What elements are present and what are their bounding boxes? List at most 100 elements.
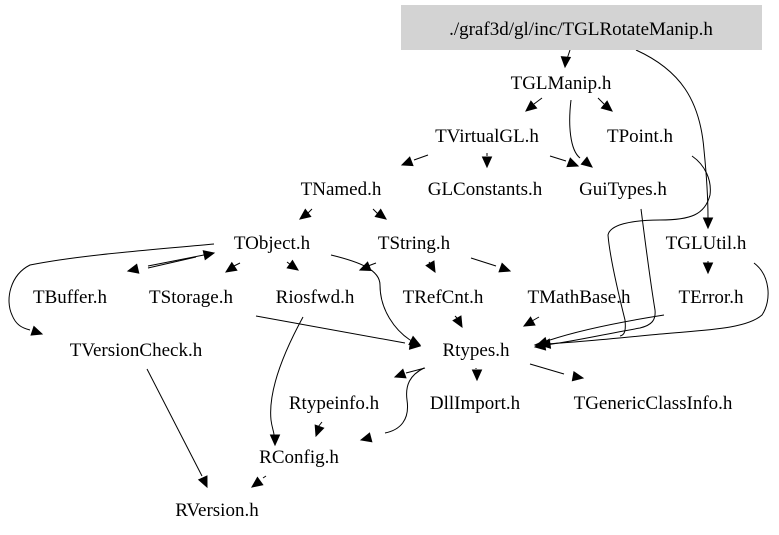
node-label: TStorage.h — [149, 287, 233, 308]
node-label: TRefCnt.h — [403, 287, 484, 308]
edge-terror-to-rtypes — [535, 314, 665, 347]
node-tmathbase[interactable]: TMathBase.h — [528, 287, 631, 308]
arrowhead-icon — [560, 56, 572, 69]
node-label: TMathBase.h — [528, 287, 631, 308]
edge-line — [372, 208, 379, 215]
node-rtypeinfo[interactable]: Rtypeinfo.h — [289, 393, 380, 414]
edge-tobject-to-tstorage — [224, 261, 241, 273]
edge-tobject-to-tbuffer — [126, 252, 215, 274]
edge-tbuffer-to-tobject — [147, 250, 216, 269]
node-label: RVersion.h — [175, 500, 259, 521]
arrowhead-icon — [571, 370, 585, 382]
edge-line — [635, 49, 709, 219]
node-tversioncheck[interactable]: TVersionCheck.h — [70, 340, 203, 361]
node-label: TError.h — [679, 287, 744, 308]
arrowhead-icon — [126, 263, 140, 274]
edge-tglmanip-to-guitypes — [569, 99, 593, 168]
arrowhead-icon — [471, 369, 483, 382]
node-glconstants[interactable]: GLConstants.h — [428, 179, 543, 200]
edge-rtypes-to-tgenericclassinfo — [529, 363, 585, 382]
node-riosfwd[interactable]: Riosfwd.h — [276, 287, 355, 308]
node-tstring[interactable]: TString.h — [378, 233, 451, 254]
edge-tstring-to-riosfwd — [358, 261, 377, 271]
edge-line — [533, 97, 543, 105]
edge-tglmanip-to-tpoint — [597, 97, 613, 112]
edge-line — [544, 262, 769, 345]
arrowhead-icon — [359, 432, 373, 443]
node-label: Rtypes.h — [442, 340, 510, 361]
node-label: GLConstants.h — [428, 179, 543, 200]
edge-line — [384, 367, 425, 434]
node-rconfig[interactable]: RConfig.h — [259, 447, 339, 468]
node-label: DllImport.h — [430, 393, 521, 414]
arrowhead-icon — [525, 100, 538, 112]
arrowhead-icon — [425, 260, 436, 274]
edge-line — [531, 316, 540, 322]
node-tnamed[interactable]: TNamed.h — [301, 179, 382, 200]
edge-line — [607, 155, 711, 337]
node-label: TPoint.h — [607, 126, 673, 147]
edge-line — [255, 315, 406, 344]
node-tpoint[interactable]: TPoint.h — [607, 126, 673, 147]
arrowhead-icon — [408, 339, 422, 350]
edge-tobject-to-riosfwd — [286, 259, 299, 271]
edge-tstring-to-trefcnt — [425, 260, 436, 274]
edge-tstorage-to-rtypes — [255, 315, 422, 350]
arrowhead-icon — [374, 208, 387, 220]
node-rtypes[interactable]: Rtypes.h — [442, 340, 510, 361]
edge-line — [544, 208, 656, 346]
arrowhead-icon — [498, 262, 512, 273]
edge-rconfig-to-rversion — [251, 475, 267, 488]
arrowhead-icon — [286, 259, 299, 271]
node-label: TNamed.h — [301, 179, 382, 200]
node-tglutil[interactable]: TGLUtil.h — [666, 233, 747, 254]
edge-line — [330, 254, 411, 341]
node-tstorage[interactable]: TStorage.h — [149, 287, 233, 308]
node-root[interactable]: ./graf3d/gl/inc/TGLRotateManip.h — [401, 5, 762, 50]
node-label: ./graf3d/gl/inc/TGLRotateManip.h — [449, 19, 713, 40]
root-node-box — [401, 5, 762, 50]
arrowhead-icon — [481, 156, 493, 169]
node-guitypes[interactable]: GuiTypes.h — [579, 179, 667, 200]
edge-rtypeinfo-to-rconfig — [314, 421, 325, 438]
edge-line — [549, 314, 665, 341]
edge-line — [147, 256, 197, 269]
node-label: TVersionCheck.h — [70, 340, 203, 361]
arrowhead-icon — [30, 325, 44, 336]
edges-layer — [8, 49, 769, 489]
arrowhead-icon — [314, 424, 325, 438]
nodes-layer: ./graf3d/gl/inc/TGLRotateManip.hTGLManip… — [33, 5, 762, 521]
edge-line — [262, 475, 267, 479]
node-label: Rtypeinfo.h — [289, 393, 380, 414]
node-tglmanip[interactable]: TGLManip.h — [511, 73, 612, 94]
edge-riosfwd-to-rconfig — [269, 316, 304, 447]
arrowhead-icon — [358, 261, 372, 271]
node-tgenericclassinfo[interactable]: TGenericClassInfo.h — [574, 393, 733, 414]
edge-guitypes-to-rtypes — [533, 208, 656, 351]
edge-line — [597, 97, 605, 105]
edge-root-to-tglmanip — [560, 49, 572, 69]
edge-line — [549, 155, 567, 162]
node-label: Riosfwd.h — [276, 287, 355, 308]
edge-tobject-to-tversioncheck — [8, 243, 215, 336]
node-dllimport[interactable]: DllImport.h — [430, 393, 521, 414]
node-trefcnt[interactable]: TRefCnt.h — [403, 287, 484, 308]
edge-root-to-tglutil — [635, 49, 714, 230]
node-tbuffer[interactable]: TBuffer.h — [33, 287, 108, 308]
arrowhead-icon — [535, 336, 549, 347]
node-tobject[interactable]: TObject.h — [234, 233, 311, 254]
arrowhead-icon — [299, 208, 312, 220]
node-label: GuiTypes.h — [579, 179, 667, 200]
edge-line — [8, 243, 215, 331]
arrowhead-icon — [702, 262, 714, 275]
node-tvirtualgl[interactable]: TVirtualGL.h — [435, 126, 539, 147]
arrowhead-icon — [224, 261, 238, 273]
node-terror[interactable]: TError.h — [679, 287, 744, 308]
node-label: TBuffer.h — [33, 287, 108, 308]
edge-rtypes-to-rconfig — [359, 367, 425, 443]
edge-line — [270, 316, 304, 436]
node-rversion[interactable]: RVersion.h — [175, 500, 259, 521]
edge-rtypes-to-dllimport — [471, 368, 483, 382]
arrowhead-icon — [393, 368, 407, 379]
